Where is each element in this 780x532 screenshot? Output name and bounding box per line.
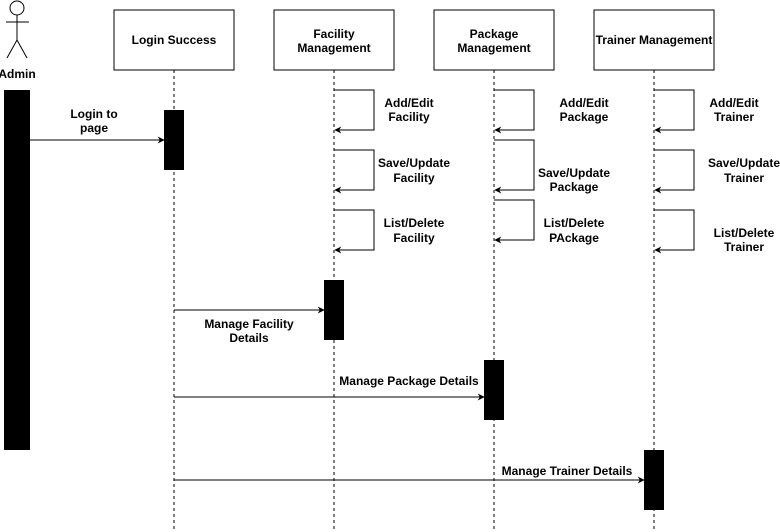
participant-label-line2: Management [297, 41, 370, 55]
message-label-line2: page [80, 121, 108, 135]
self-message-label-line2: Package [560, 110, 609, 124]
self-message-facility-add-edit: Add/Edit Facility [334, 89, 434, 134]
self-message-label-line2: PAckage [549, 231, 599, 245]
participant-label: Login Success [132, 33, 217, 47]
message-label: Manage Trainer Details [502, 464, 633, 478]
admin-actor: Admin [0, 0, 36, 81]
participant-login-success: Login Success [113, 9, 235, 532]
self-message-trainer-save-update: Save/Update Trainer [654, 149, 780, 194]
self-message-label-line1: Save/Update [708, 156, 780, 170]
message-label-line2: Details [229, 331, 269, 345]
participant-trainer-management: Trainer Management [593, 9, 715, 532]
activation-bar [164, 110, 184, 170]
activation-bar [324, 280, 344, 340]
self-message-facility-save-update: Save/Update Facility [334, 149, 450, 194]
self-message-label-line1: Save/Update [538, 166, 610, 180]
participant-label-line1: Package [470, 27, 519, 41]
self-message-label-line1: List/Delete [544, 216, 605, 230]
participant-box [593, 9, 715, 71]
self-message-label-line1: List/Delete [714, 226, 775, 240]
activation-bar [484, 360, 504, 420]
participant-box [433, 9, 555, 71]
message-manage-facility-details: Manage Facility Details [174, 306, 325, 345]
self-message-label-line2: Facility [393, 171, 435, 185]
self-message-trainer-add-edit: Add/Edit Trainer [654, 89, 759, 134]
self-message-trainer-list-delete: List/Delete Trainer [654, 209, 775, 254]
message-label-line1: Manage Facility [204, 317, 294, 331]
self-message-package-add-edit: Add/Edit Package [494, 89, 609, 134]
self-message-label-line2: Facility [388, 110, 430, 124]
participant-label-line2: Management [457, 41, 530, 55]
self-message-arrow [654, 149, 695, 194]
self-message-package-save-update: Save/Update Package [494, 139, 610, 194]
admin-label: Admin [0, 67, 36, 81]
participant-facility-management: Facility Management [273, 9, 395, 532]
self-message-label-line2: Trainer [724, 240, 764, 254]
self-message-label-line2: Trainer [714, 110, 754, 124]
participant-package-management: Package Management [433, 9, 555, 532]
message-login-to-page: Login to page [30, 107, 165, 144]
self-message-arrow [334, 209, 375, 254]
self-message-arrow [654, 89, 695, 134]
message-manage-package-details: Manage Package Details [174, 374, 485, 401]
participant-label: Trainer Management [596, 33, 713, 47]
self-message-label-line1: Save/Update [378, 156, 450, 170]
participant-label-line1: Facility [313, 27, 355, 41]
self-message-arrow [334, 89, 375, 134]
stick-figure-actor-icon [6, 0, 29, 59]
self-message-label-line1: Add/Edit [709, 96, 758, 110]
self-message-label-line2: Package [550, 180, 599, 194]
message-label: Manage Package Details [339, 374, 479, 388]
self-message-arrow [654, 209, 695, 254]
self-message-arrow [334, 149, 375, 194]
self-message-package-list-delete: List/Delete PAckage [494, 199, 605, 245]
participant-box [113, 9, 235, 71]
activation-bar [644, 450, 664, 510]
self-message-label-line1: Add/Edit [384, 96, 433, 110]
message-manage-trainer-details: Manage Trainer Details [174, 464, 645, 484]
self-message-arrow [494, 199, 535, 244]
self-message-label-line1: Add/Edit [559, 96, 608, 110]
self-message-arrow [494, 89, 535, 134]
self-message-facility-list-delete: List/Delete Facility [334, 209, 445, 254]
message-label-line1: Login to [70, 107, 117, 121]
self-message-label-line2: Facility [393, 231, 435, 245]
self-message-label-line1: List/Delete [384, 216, 445, 230]
self-message-arrow [494, 139, 535, 194]
self-message-label-line2: Trainer [724, 171, 764, 185]
admin-activation-bar [4, 90, 30, 450]
